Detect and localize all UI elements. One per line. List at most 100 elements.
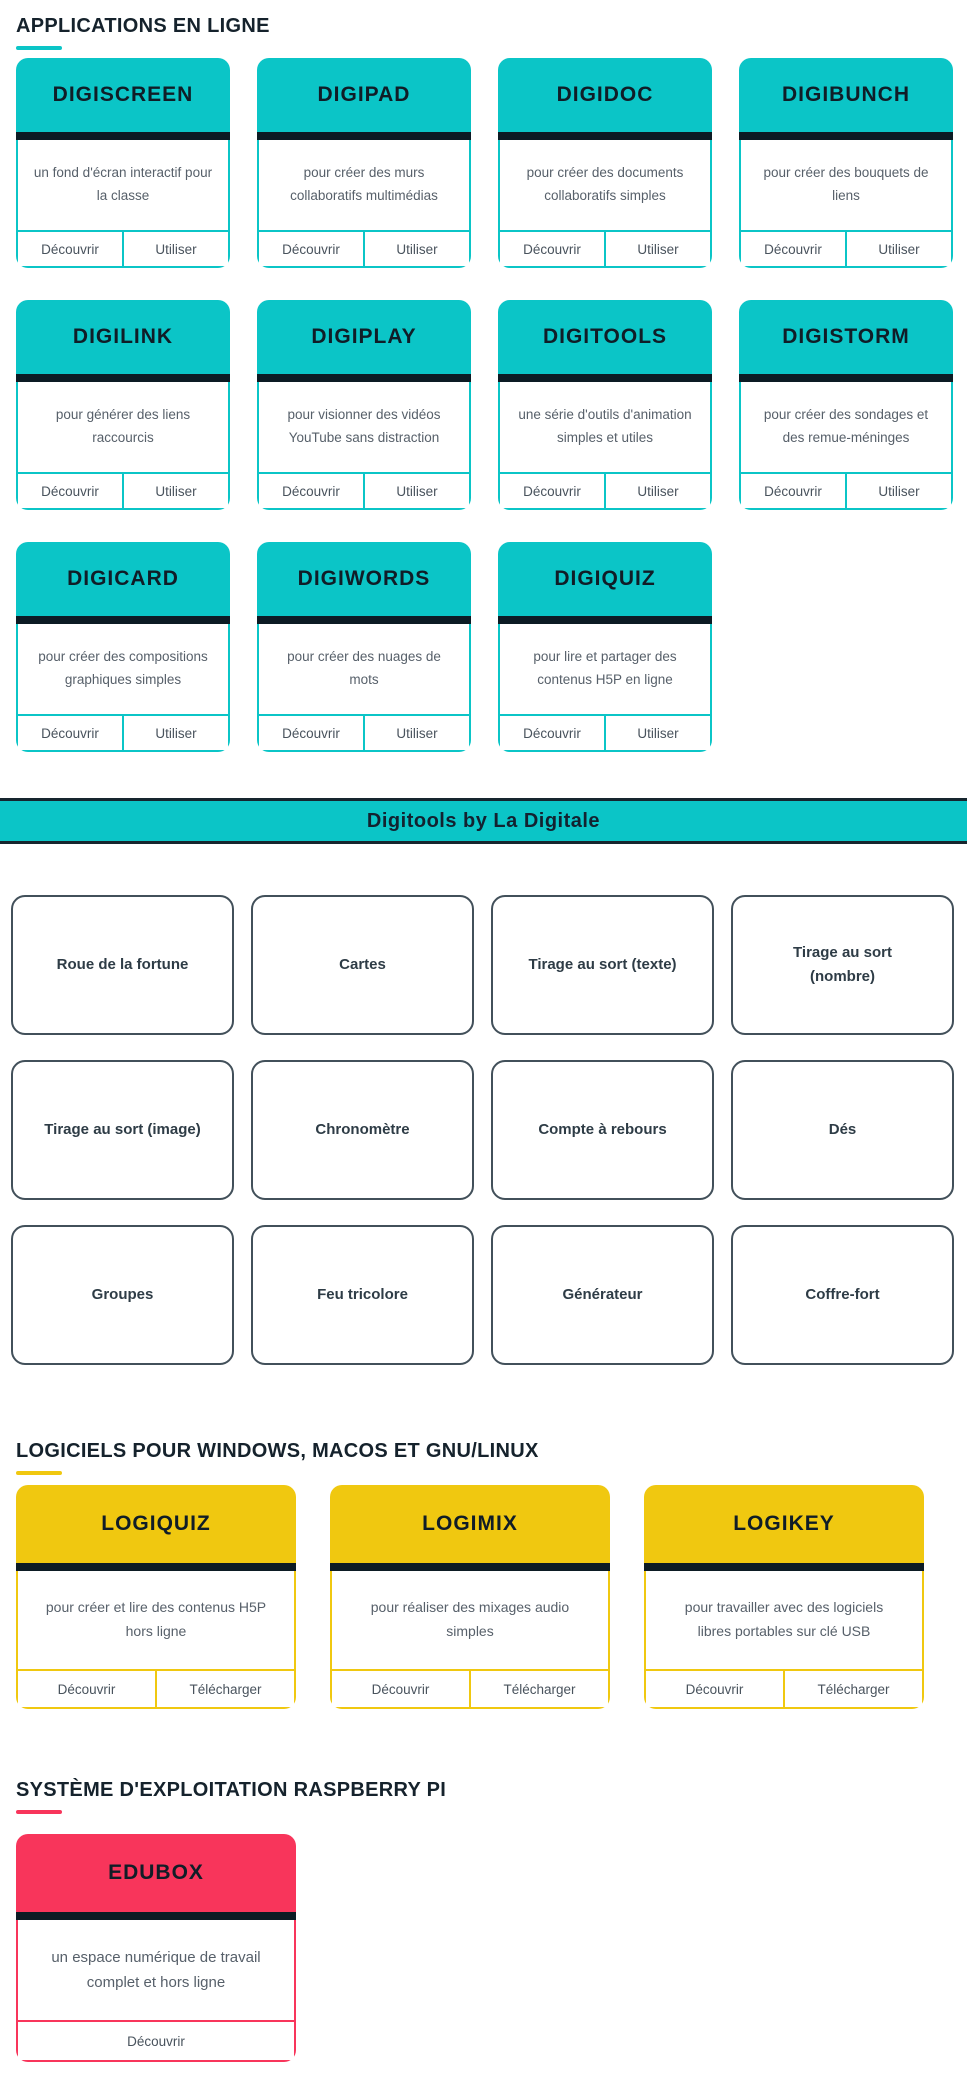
software-card-footer: Découvrir Télécharger [644, 1669, 924, 1709]
app-card-title: DIGISCREEN [52, 83, 194, 106]
app-card: DIGIPLAY pour visionner des vidéos YouTu… [257, 300, 471, 510]
app-card: DIGILINK pour générer des liens raccourc… [16, 300, 230, 510]
edubox-card-description: un espace numérique de travail complet e… [16, 1920, 296, 2020]
raspberry-section-heading: SYSTÈME D'EXPLOITATION RASPBERRY PI [16, 1779, 447, 1801]
digitool-button[interactable]: Générateur [491, 1225, 714, 1365]
use-button[interactable]: Utiliser [604, 232, 710, 266]
digitool-button[interactable]: Tirage au sort (image) [11, 1060, 234, 1200]
discover-button[interactable]: Découvrir [523, 241, 581, 257]
app-card: DIGIBUNCH pour créer des bouquets de lie… [739, 58, 953, 268]
app-card-header: DIGITOOLS [498, 300, 712, 374]
digitools-grid: Roue de la fortune Cartes Tirage au sort… [11, 895, 956, 1365]
discover-button[interactable]: Découvrir [764, 483, 822, 499]
app-card-footer: Découvrir Utiliser [16, 714, 230, 752]
use-button[interactable]: Utiliser [122, 716, 228, 750]
software-card-description: pour travailler avec des logiciels libre… [644, 1571, 924, 1669]
digitool-button[interactable]: Chronomètre [251, 1060, 474, 1200]
software-card-title: LOGIQUIZ [101, 1512, 211, 1535]
app-card-title: DIGIQUIZ [554, 567, 656, 590]
digitool-button[interactable]: Coffre-fort [731, 1225, 954, 1365]
app-card-divider-strip [257, 616, 471, 624]
edubox-card-wrap: EDUBOX un espace numérique de travail co… [16, 1834, 951, 2062]
software-card-divider-strip [16, 1563, 296, 1571]
discover-button[interactable]: Découvrir [282, 241, 340, 257]
discover-button[interactable]: Découvrir [41, 483, 99, 499]
raspberry-section: SYSTÈME D'EXPLOITATION RASPBERRY PI EDUB… [0, 1778, 967, 2062]
app-card-header: DIGIQUIZ [498, 542, 712, 616]
app-card-title: DIGIPAD [317, 83, 411, 106]
app-card-title: DIGIWORDS [297, 567, 431, 590]
app-card-description: pour lire et partager des contenus H5P e… [498, 624, 712, 714]
use-button[interactable]: Utiliser [604, 474, 710, 508]
app-card-description: un fond d'écran interactif pour la class… [16, 140, 230, 230]
discover-button[interactable]: Découvrir [282, 725, 340, 741]
software-card: LOGIQUIZ pour créer et lire des contenus… [16, 1485, 296, 1709]
use-button[interactable]: Utiliser [363, 474, 469, 508]
teal-heading-underline [16, 46, 62, 50]
app-card-footer: Découvrir Utiliser [498, 472, 712, 510]
discover-button[interactable]: Découvrir [371, 1681, 430, 1697]
digitools-section: Roue de la fortune Cartes Tirage au sort… [0, 895, 967, 1365]
app-card-description: pour créer des nuages de mots [257, 624, 471, 714]
digitool-button[interactable]: Feu tricolore [251, 1225, 474, 1365]
software-card-header: LOGIMIX [330, 1485, 610, 1563]
use-button[interactable]: Utiliser [122, 232, 228, 266]
digitool-button[interactable]: Tirage au sort (nombre) [731, 895, 954, 1035]
discover-button[interactable]: Découvrir [127, 2033, 185, 2049]
download-button[interactable]: Télécharger [783, 1671, 922, 1707]
app-card-divider-strip [498, 132, 712, 140]
app-card-divider-strip [257, 132, 471, 140]
app-card-footer: Découvrir Utiliser [739, 472, 953, 510]
use-button[interactable]: Utiliser [122, 474, 228, 508]
discover-button[interactable]: Découvrir [57, 1681, 116, 1697]
use-button[interactable]: Utiliser [845, 474, 951, 508]
app-card-divider-strip [257, 374, 471, 382]
software-section: LOGICIELS POUR WINDOWS, MACOS ET GNU/LIN… [0, 1439, 967, 1709]
discover-button[interactable]: Découvrir [41, 241, 99, 257]
app-card-description: pour créer des sondages et des remue-mén… [739, 382, 953, 472]
app-card-footer: Découvrir Utiliser [16, 472, 230, 510]
digitool-button[interactable]: Dés [731, 1060, 954, 1200]
use-button[interactable]: Utiliser [363, 716, 469, 750]
software-card-footer: Découvrir Télécharger [330, 1669, 610, 1709]
app-card-footer: Découvrir Utiliser [257, 472, 471, 510]
apps-card-grid: DIGISCREEN un fond d'écran interactif po… [16, 58, 953, 752]
software-card-divider-strip [330, 1563, 610, 1571]
app-card-title: DIGITOOLS [542, 325, 668, 348]
download-button[interactable]: Télécharger [469, 1671, 608, 1707]
yellow-heading-underline [16, 1471, 62, 1475]
app-card-description: pour créer des bouquets de liens [739, 140, 953, 230]
use-button[interactable]: Utiliser [363, 232, 469, 266]
software-card-divider-strip [644, 1563, 924, 1571]
app-card-footer: Découvrir Utiliser [498, 714, 712, 752]
discover-button[interactable]: Découvrir [685, 1681, 744, 1697]
discover-button[interactable]: Découvrir [523, 483, 581, 499]
app-card-description: pour visionner des vidéos YouTube sans d… [257, 382, 471, 472]
app-card-header: DIGICARD [16, 542, 230, 616]
digitool-button[interactable]: Roue de la fortune [11, 895, 234, 1035]
discover-button[interactable]: Découvrir [282, 483, 340, 499]
edubox-card-title: EDUBOX [108, 1861, 204, 1884]
discover-button[interactable]: Découvrir [523, 725, 581, 741]
discover-button[interactable]: Découvrir [41, 725, 99, 741]
software-card-header: LOGIKEY [644, 1485, 924, 1563]
apps-section: APPLICATIONS EN LIGNE DIGISCREEN un fond… [0, 0, 967, 752]
app-card-divider-strip [739, 374, 953, 382]
discover-button[interactable]: Découvrir [764, 241, 822, 257]
digitool-button[interactable]: Cartes [251, 895, 474, 1035]
app-card-description: pour générer des liens raccourcis [16, 382, 230, 472]
digitool-button[interactable]: Tirage au sort (texte) [491, 895, 714, 1035]
app-card-description: pour créer des compositions graphiques s… [16, 624, 230, 714]
app-card-divider-strip [16, 616, 230, 624]
app-card-header: DIGIBUNCH [739, 58, 953, 132]
app-card: DIGIWORDS pour créer des nuages de mots … [257, 542, 471, 752]
app-card-divider-strip [16, 374, 230, 382]
download-button[interactable]: Télécharger [155, 1671, 294, 1707]
app-card-header: DIGIPLAY [257, 300, 471, 374]
digitool-button[interactable]: Groupes [11, 1225, 234, 1365]
edubox-card-divider-strip [16, 1912, 296, 1920]
digitool-button[interactable]: Compte à rebours [491, 1060, 714, 1200]
app-card: DIGISCREEN un fond d'écran interactif po… [16, 58, 230, 268]
use-button[interactable]: Utiliser [604, 716, 710, 750]
use-button[interactable]: Utiliser [845, 232, 951, 266]
